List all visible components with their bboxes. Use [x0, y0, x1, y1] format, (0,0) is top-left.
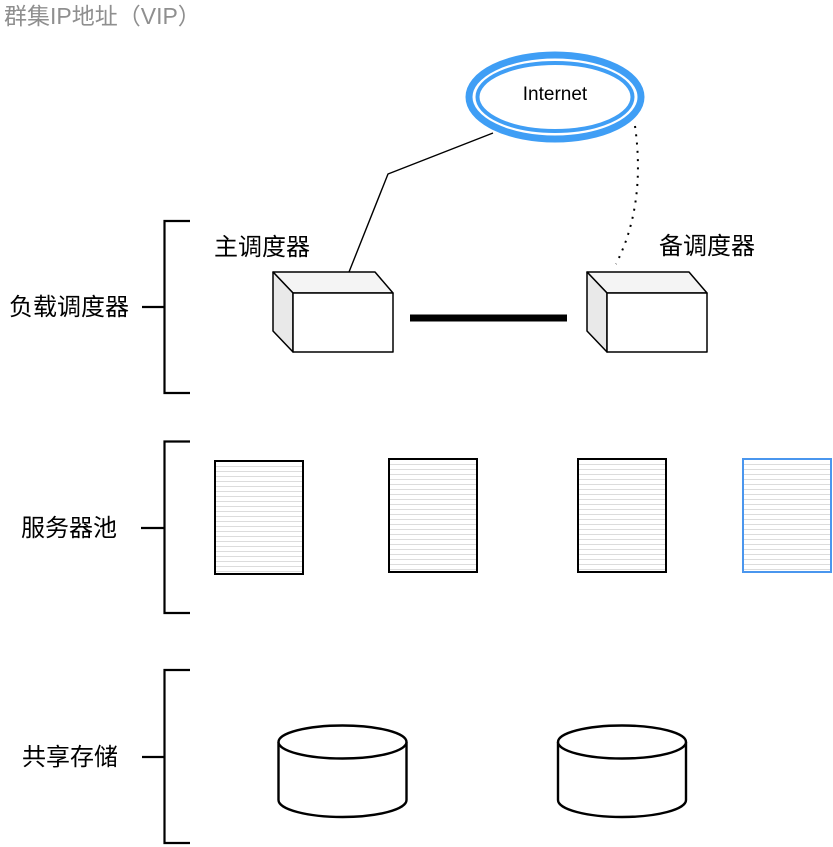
internet-label: Internet — [522, 84, 588, 105]
backup-dispatcher-box-front — [606, 292, 708, 353]
internet-to-backup-dotted-link — [615, 125, 639, 265]
backup-dispatcher-box — [586, 271, 708, 353]
storage-cylinder-1-body — [277, 742, 408, 819]
storage-cylinder-1 — [277, 724, 408, 819]
server-node-4-highlighted — [742, 458, 832, 573]
storage-cylinder-2 — [556, 724, 688, 819]
load-balancer-group-label: 负载调度器 — [9, 294, 129, 321]
primary-dispatcher-box — [272, 271, 394, 353]
server-node-1 — [214, 460, 304, 575]
server-node-2 — [388, 458, 478, 573]
storage-bracket — [142, 668, 190, 845]
server-node-3 — [577, 458, 667, 573]
storage-cylinder-1-top — [277, 724, 408, 760]
page-title: 群集IP地址（VIP） — [4, 3, 201, 29]
load-balancer-bracket — [142, 219, 190, 395]
backup-dispatcher-label: 备调度器 — [659, 233, 755, 260]
storage-bracket-line — [163, 668, 190, 845]
load-balancer-bracket-line — [163, 219, 190, 395]
primary-dispatcher-box-front — [292, 292, 394, 353]
internet-to-primary-link — [348, 132, 494, 273]
server-pool-bracket — [141, 440, 190, 615]
server-pool-group-label: 服务器池 — [21, 515, 117, 542]
server-pool-bracket-line — [163, 440, 190, 615]
storage-cylinder-2-body — [556, 742, 688, 819]
primary-dispatcher-label: 主调度器 — [214, 234, 310, 261]
storage-cylinder-2-top — [556, 724, 688, 760]
internet-cloud-inner-ring — [475, 61, 635, 133]
storage-group-label: 共享存储 — [22, 744, 118, 771]
